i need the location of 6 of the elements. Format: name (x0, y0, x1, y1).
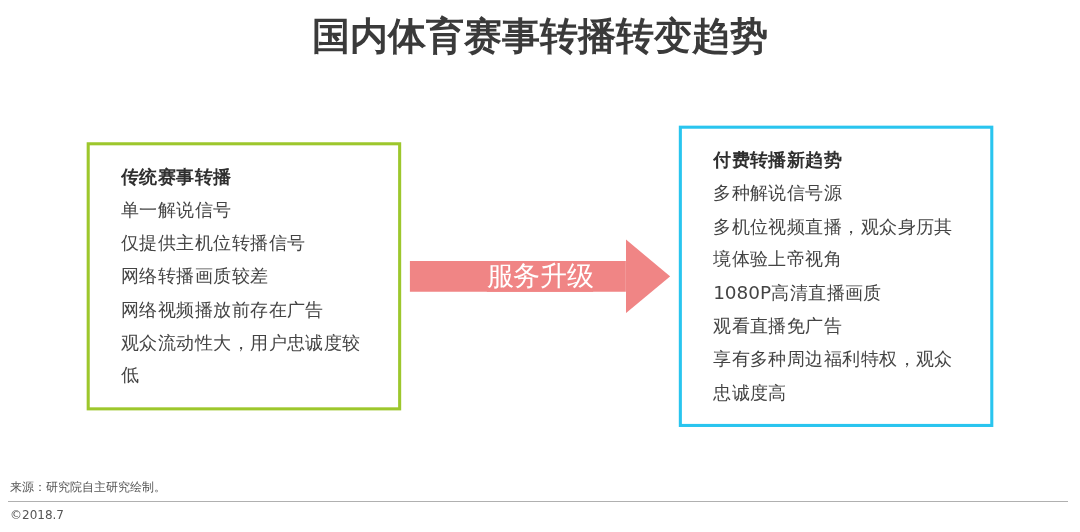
edge-label: 服务升级 (486, 260, 594, 292)
list-box: 付费转播新趋势 多种解说信号源 多机位视频直播，观众身历其境体验上帝视角 1080P高清直播画质 观看直播免广告 享有多种周边福利特权，观众忠诚度高 (678, 125, 994, 427)
source-note: 来源：研究院自主研究绘制。 (10, 480, 166, 496)
title: 国内体育赛事转播转变趋势 (312, 13, 768, 60)
list-box: 传统赛事转播 单一解说信号 仅提供主机位转播信号 网络转播画质较差 网络视频播放前存在广告 观众流动性大，用户忠诚度较低 (86, 141, 402, 411)
copyright-note: ©2018.7 (10, 508, 64, 524)
